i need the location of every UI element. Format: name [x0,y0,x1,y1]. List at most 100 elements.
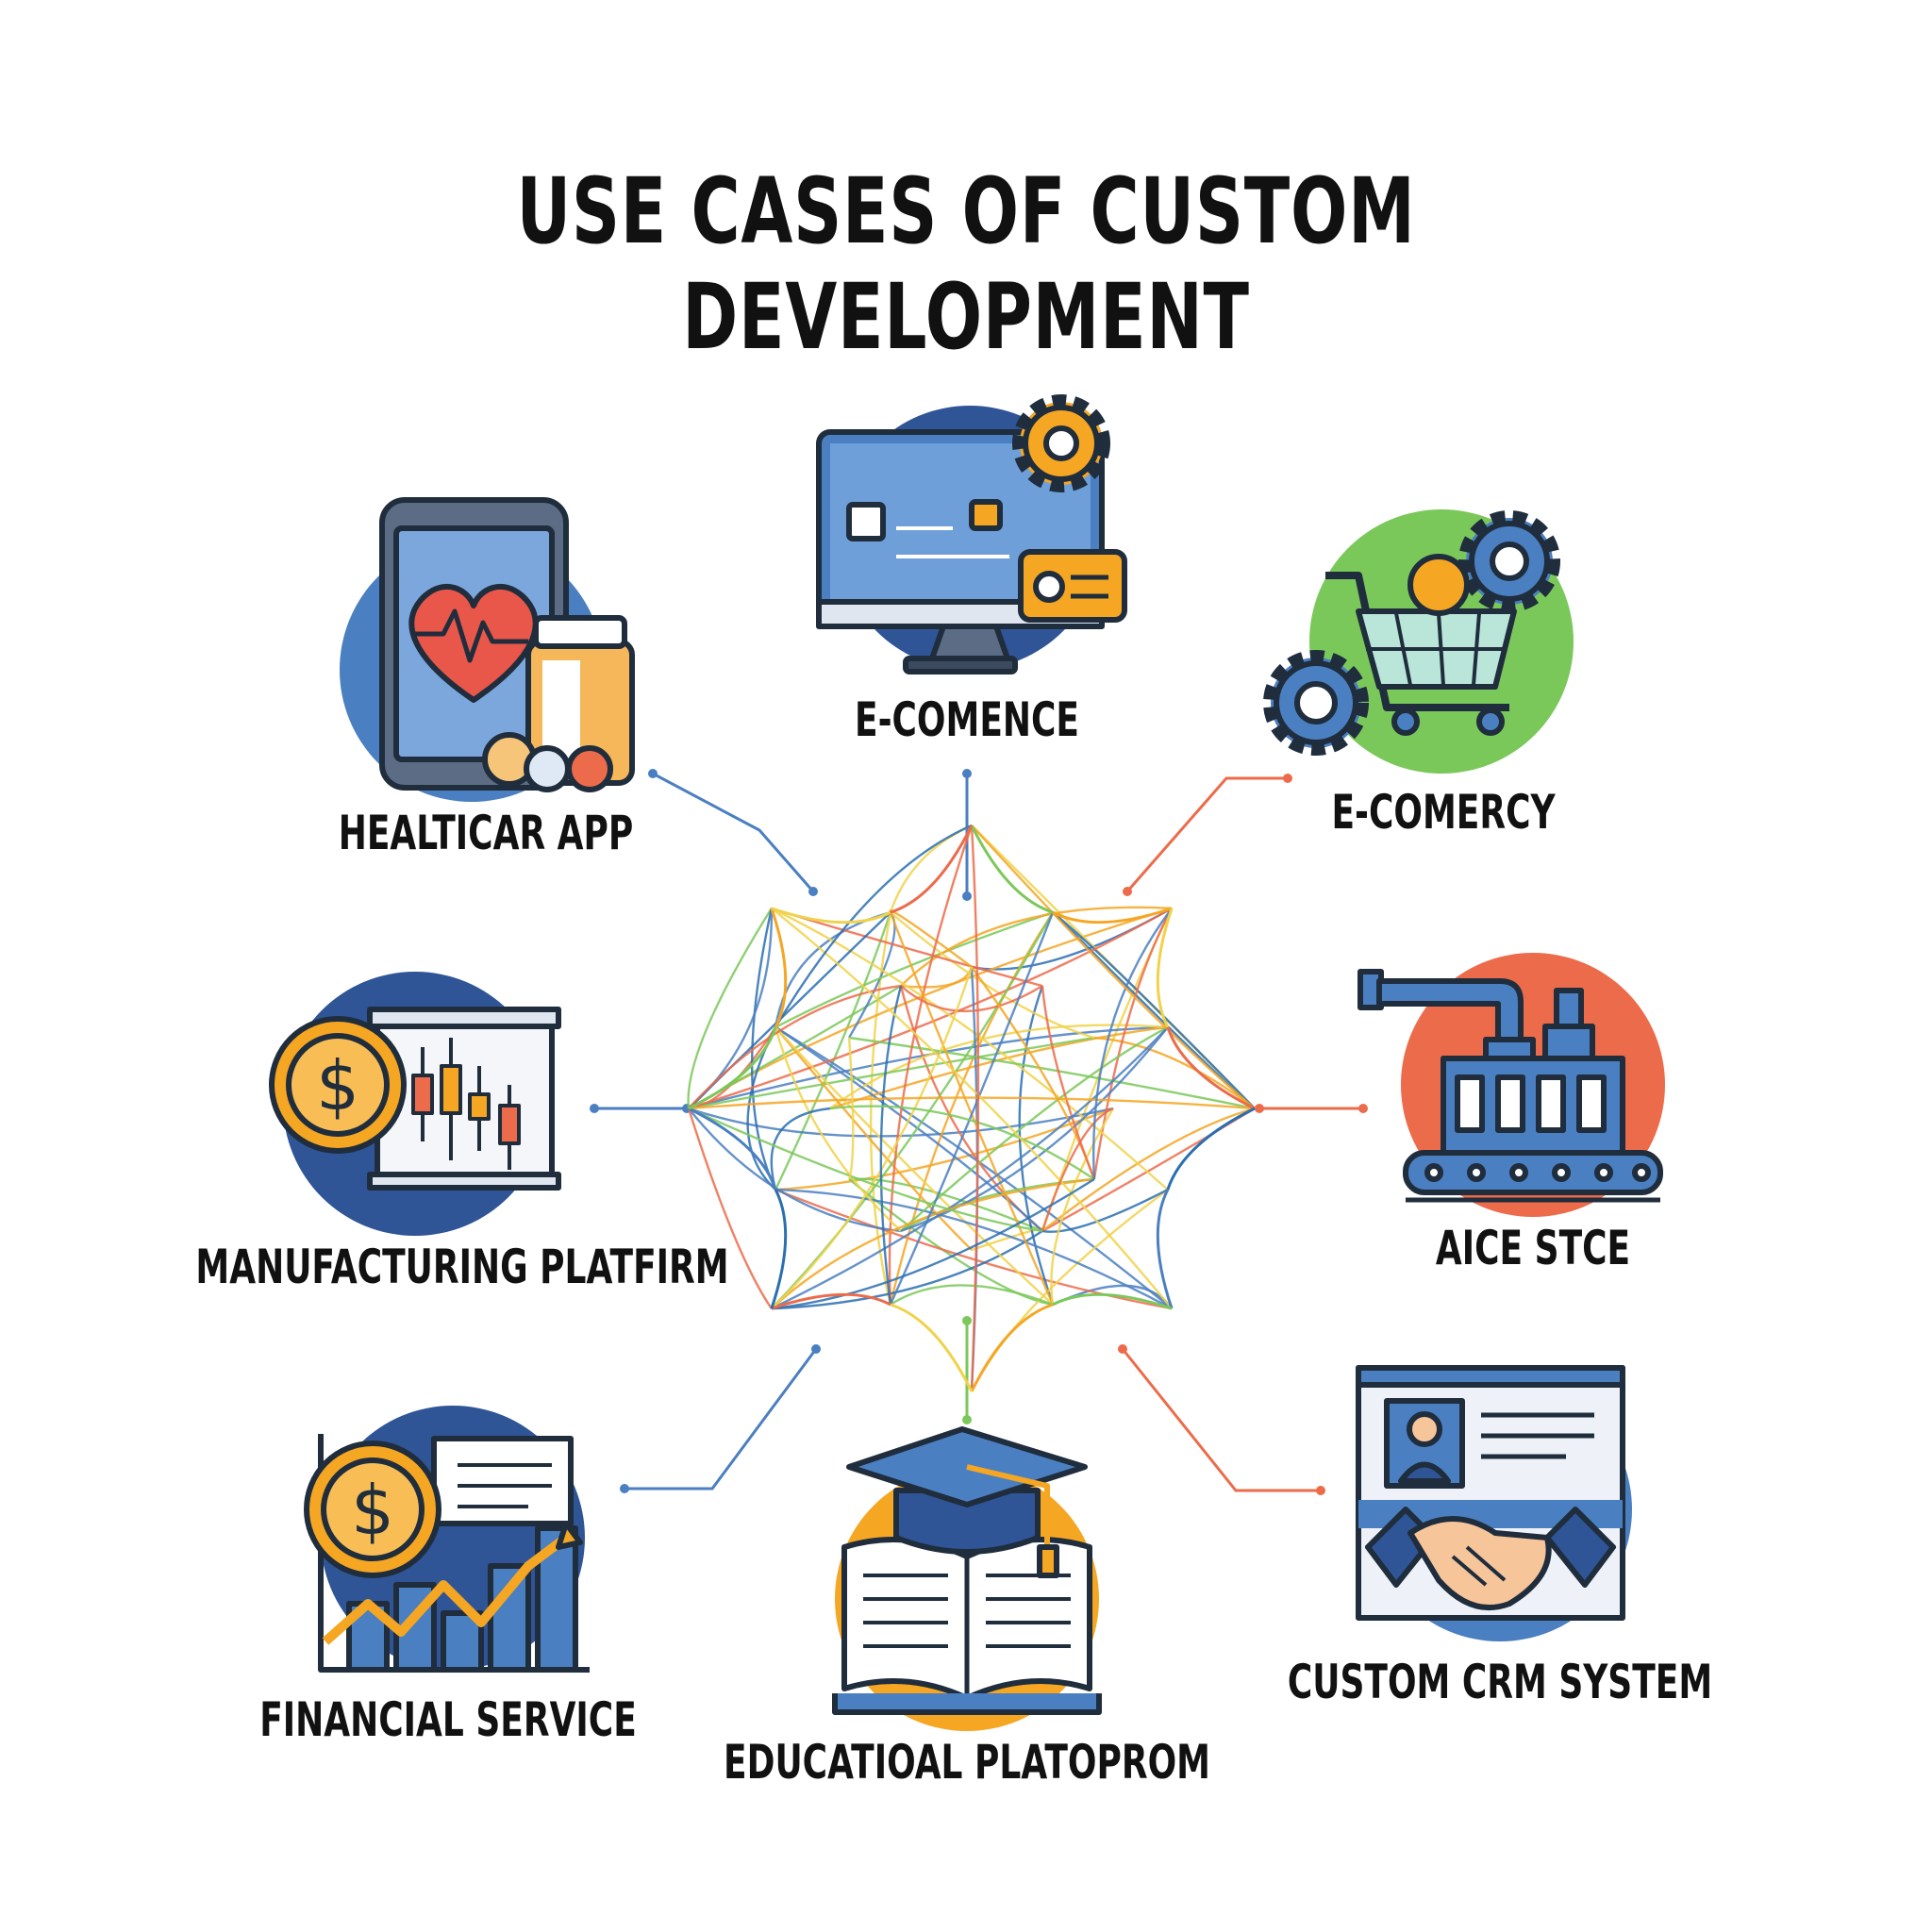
network-strand [971,824,1256,1109]
node-label-financial: FINANCIAL SERVICE [259,1693,637,1747]
dollar-sign-icon: $ [351,1471,394,1550]
node-label-manufacturing: MANUFACTURING PLATFIRM [195,1241,728,1294]
graduation-cap-book-icon [832,1426,1102,1731]
network-strand [688,1096,1256,1110]
network-strand [771,1177,1095,1310]
connector-crm [1121,1348,1321,1492]
network-strand [1093,1036,1256,1109]
network-outline [970,1303,1054,1392]
network-strand [879,985,903,1306]
network-strand [829,1024,1168,1109]
network-strand [774,1026,973,1251]
network-strand [774,911,892,1191]
network-strand [847,1037,855,1180]
node-ecomercy: E-COMERCY [1263,509,1574,841]
monitor-gears-icon [816,394,1127,675]
network-strand [1041,985,1096,1180]
network-strand [970,824,980,1392]
network-outline [1156,908,1174,1028]
network-outline [1052,907,1173,924]
connector-dot [962,769,972,778]
network-strand [1041,1189,1169,1233]
connector-dot [620,1484,629,1493]
node-ecomence: E-COMENCE [816,394,1127,748]
node-label-crm: CUSTOM CRM SYSTEM [1288,1656,1712,1709]
central-network-hub [687,824,1256,1392]
network-strand [687,908,773,1109]
network-outline [890,824,974,914]
connector-healthcare [652,772,815,892]
node-aicestce: AICE STCE [1357,953,1665,1276]
shopping-cart-gears-icon [1263,509,1574,774]
dollar-sign-icon: $ [316,1046,359,1125]
network-strand [687,1108,773,1309]
connector-dot [962,1316,972,1325]
network-strand [889,911,1055,1306]
connector-dot [1118,1344,1127,1354]
network-strand [771,907,1174,1309]
node-label-aicestce: AICE STCE [1436,1222,1630,1275]
node-financial: $ FINANCIAL SERVICE [259,1406,637,1748]
connector-dot [1255,1104,1264,1113]
network-strand [775,1188,1173,1310]
connector-dot [1358,1104,1368,1113]
network-strand [869,911,892,1306]
node-label-healthcare: HEALTICAR APP [339,807,634,860]
network-strand [829,1025,1169,1110]
network-strand [774,1026,902,1232]
node-label-ecomence: E-COMENCE [855,693,1079,747]
network-strand [688,984,902,1109]
node-healthcare: HEALTICAR APP [339,497,635,861]
crm-handshake-icon [1356,1365,1632,1641]
network-strand [688,1108,902,1233]
network-outline [890,1303,974,1392]
coin-growth-chart-icon: $ [304,1406,590,1673]
connector-dot [1283,774,1292,783]
network-strand [848,1177,1043,1233]
node-educational: EDUCATIOAL PLATOPROM [724,1426,1210,1790]
network-strand [688,1025,1168,1110]
network-strand [688,1107,1043,1233]
connector-ecomercy [1125,776,1288,892]
connector-dot [1316,1486,1325,1495]
page-title: USE CASES OF CUSTOM DEVELOPMENT [516,158,1416,370]
connector-dot [811,1344,821,1354]
network-strand [774,910,1054,1028]
network-strand [1050,1108,1115,1306]
connector-financial [625,1348,818,1491]
network-strand [1041,1107,1256,1232]
connector-dot [1123,887,1132,896]
network-strand [1092,908,1174,1180]
network-strand [1092,908,1174,1180]
network-strand [1052,911,1256,1109]
node-label-educational: EDUCATIOAL PLATOPROM [724,1736,1210,1790]
network-strand [771,1229,1043,1310]
network-outline [771,907,891,924]
network-outline [770,1189,788,1309]
network-outline [1166,1107,1256,1191]
network-strand [1041,1107,1114,1232]
network-strand [771,911,1055,1309]
network-strand [889,911,1055,1306]
network-strand [829,1105,1095,1180]
network-strand [688,908,774,1109]
network-strand [770,1107,831,1191]
connector-dot [590,1104,599,1113]
factory-conveyor-icon [1357,953,1665,1217]
network-outline [688,1107,777,1191]
node-manufacturing: $ MANUFACTURING PLATFIRM [195,972,729,1295]
network-strand [890,1284,1054,1306]
network-strand [751,908,777,1191]
network-outline [1166,1026,1256,1110]
network-strand [900,906,1173,987]
connector-dot [962,891,972,901]
network-outline [688,1026,777,1110]
network-strand [688,1036,1095,1110]
coin-candlestick-chart-icon: $ [269,972,561,1236]
healthcare-phone-icon [340,497,635,802]
connector-dot [808,887,818,896]
connector-lines [590,769,1368,1495]
network-strand [848,1036,1256,1110]
network-outline [1052,1292,1173,1310]
